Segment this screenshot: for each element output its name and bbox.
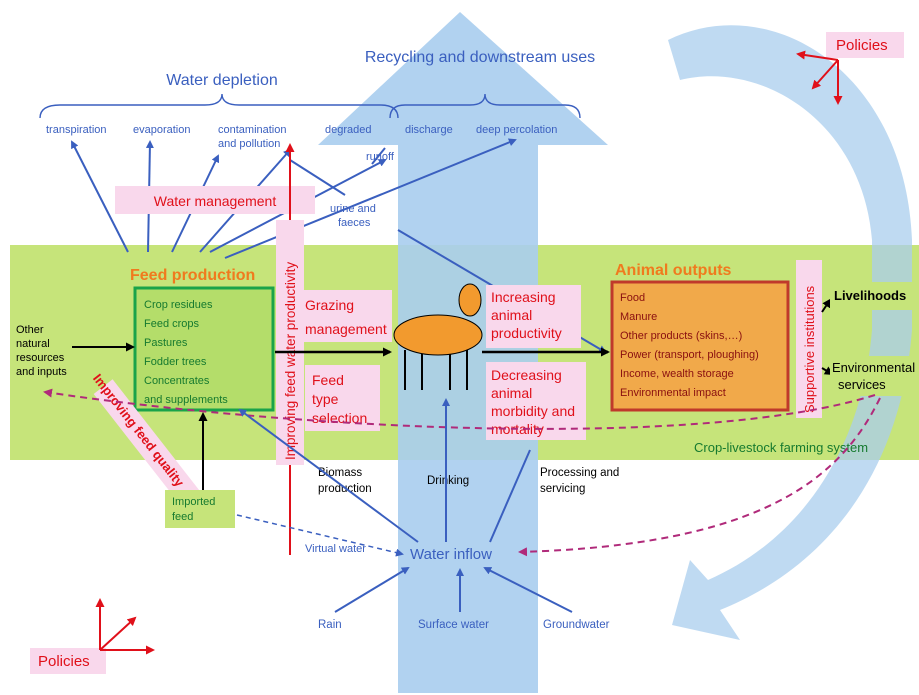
urine-label-1: urine and <box>330 203 376 215</box>
decreasing-line-2: animal <box>491 385 532 401</box>
feed-item-1: Feed crops <box>144 318 200 330</box>
feed-type-line-1: Feed <box>312 372 344 388</box>
increasing-line-2: animal <box>491 307 532 323</box>
other-resources-line-2: natural <box>16 338 50 350</box>
livelihoods-label: Livelihoods <box>834 288 906 303</box>
policies-top-box <box>826 32 904 58</box>
evaporation-label: evaporation <box>133 124 191 136</box>
imported-feed-box <box>165 490 235 528</box>
contamination-label-1: contamination <box>218 124 287 136</box>
environmental-box <box>830 356 919 396</box>
feed-item-0: Crop residues <box>144 299 213 311</box>
grazing-box <box>300 290 392 342</box>
water-depletion-brace <box>39 93 399 119</box>
virtual-water-label: Virtual water <box>305 543 366 555</box>
groundwater-label: Groundwater <box>543 619 610 631</box>
environmental-line-1: Environmental <box>832 360 915 375</box>
other-resources-line-3: resources <box>16 352 65 364</box>
output-item-2: Other products (skins,…) <box>620 330 742 342</box>
runoff-label: runoff <box>366 151 395 163</box>
other-resources-box <box>12 318 70 382</box>
deep-percolation-label: deep percolation <box>476 124 557 136</box>
water-management-label: Water management <box>154 193 277 209</box>
output-item-4: Income, wealth storage <box>620 368 734 380</box>
policies-bottom-arrows <box>95 598 155 655</box>
feed-item-5: and supplements <box>144 394 228 406</box>
virtual-water-dashed <box>236 514 404 557</box>
output-item-3: Power (transport, ploughing) <box>620 349 759 361</box>
feed-type-box <box>305 365 380 431</box>
output-item-5: Environmental impact <box>620 387 726 399</box>
policies-top-label: Policies <box>836 37 888 54</box>
supportive-institutions-box <box>796 260 822 418</box>
water-flow-arrow <box>318 12 608 693</box>
grazing-line-1: Grazing <box>305 297 354 313</box>
water-inflow-label: Water inflow <box>410 546 492 563</box>
drinking-label: Drinking <box>427 475 469 487</box>
processing-line-1: Processing and <box>540 467 619 479</box>
environmental-line-2: services <box>838 377 886 392</box>
processing-line-2: servicing <box>540 483 585 495</box>
supportive-institutions-label: Supportive institutions <box>802 285 817 413</box>
recycling-cycle-arrow <box>668 25 912 641</box>
feed-production-title: Feed production <box>130 267 255 284</box>
recycling-label: Recycling and downstream uses <box>365 49 595 66</box>
decreasing-line-1: Decreasing <box>491 367 562 383</box>
decreasing-line-3: morbidity and <box>491 403 575 419</box>
discharge-label: discharge <box>405 124 453 136</box>
policies-bottom-label: Policies <box>38 653 90 670</box>
livelihoods-box <box>830 282 919 310</box>
rain-label: Rain <box>318 619 342 631</box>
degraded-label: degraded <box>325 124 372 136</box>
water-management-box <box>115 186 315 214</box>
feed-item-3: Fodder trees <box>144 356 207 368</box>
feedback-to-water-inflow-dashed <box>518 397 881 557</box>
feedback-to-resources-dashed <box>43 388 876 430</box>
transpiration-label: transpiration <box>46 124 107 136</box>
policies-bottom-box <box>30 648 106 674</box>
increasing-line-3: productivity <box>491 325 562 341</box>
increasing-box <box>486 285 581 348</box>
decreasing-box <box>486 362 586 440</box>
increasing-line-1: Increasing <box>491 289 556 305</box>
contamination-label-2: and pollution <box>218 138 280 150</box>
feed-item-2: Pastures <box>144 337 188 349</box>
animal-outputs-box <box>610 280 790 412</box>
feed-item-4: Concentrates <box>144 375 210 387</box>
to-livelihoods-arrow <box>821 298 832 313</box>
animal-outputs-title: Animal outputs <box>615 262 732 279</box>
feed-water-productivity-label: Improving feed water productivity <box>283 262 298 460</box>
feed-quality-box <box>93 379 205 513</box>
grazing-line-2: management <box>305 321 387 337</box>
output-item-0: Food <box>620 292 645 304</box>
surface-water-label: Surface water <box>418 619 489 631</box>
water-depletion-label: Water depletion <box>166 72 277 89</box>
output-item-1: Manure <box>620 311 657 323</box>
feed-production-box <box>133 286 275 412</box>
other-resources-line-4: and inputs <box>16 366 67 378</box>
recycling-brace <box>389 93 581 119</box>
water-inflow-arrows <box>238 398 573 613</box>
imported-feed-line-1: Imported <box>172 496 215 508</box>
feed-type-line-2: type <box>312 391 339 407</box>
urine-label-2: faeces <box>338 217 371 229</box>
other-resources-line-1: Other <box>16 324 44 336</box>
imported-feed-line-2: feed <box>172 511 193 523</box>
animal-icon <box>393 283 483 390</box>
crop-livestock-label: Crop-livestock farming system <box>694 440 868 455</box>
policies-top-arrows <box>796 50 843 105</box>
feed-water-productivity-box <box>276 220 304 465</box>
